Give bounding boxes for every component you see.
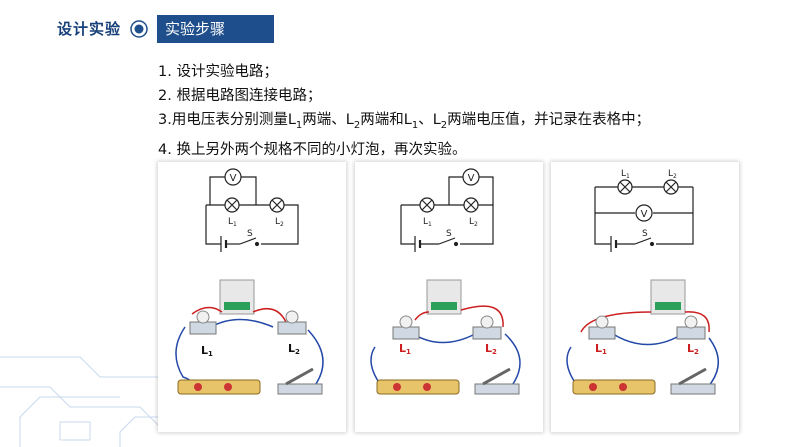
step-item-1: 1. 设计实验电路； [158,64,278,80]
apparatus-photo-3: L1 L2 [566,279,720,395]
voltmeter-symbol-3: V [635,204,653,222]
svg-text:L2: L2 [485,342,497,356]
voltmeter-symbol-1: V [224,168,242,186]
lamp-l1-symbol-2 [419,197,435,213]
svg-text:L2: L2 [288,342,300,356]
svg-text:S: S [247,229,253,239]
svg-text:S: S [642,229,648,239]
svg-text:L2: L2 [687,342,699,356]
lamp-l2-symbol-3 [663,179,679,195]
svg-text:L2: L2 [469,217,478,228]
apparatus-photo-2: L1 L2 [370,279,521,395]
circuit-panel-3: V L1 L2 S L1 L2 [551,162,739,432]
svg-text:L2: L2 [275,217,284,228]
svg-text:L2: L2 [668,169,677,180]
lamp-l1-symbol-1 [224,197,240,213]
section-title: 设计实验 [57,20,122,38]
svg-text:L1: L1 [423,217,432,228]
apparatus-photo-1: L1 L2 [175,279,324,395]
step-header: 实验步骤 [157,15,274,43]
lamp-l2-symbol-1 [269,197,285,213]
svg-text:S: S [446,229,452,239]
voltmeter-symbol-2: V [462,168,480,186]
svg-text:V: V [468,173,475,184]
circuit-panel-1: V L1 L2 S L1 L2 [158,162,346,432]
target-bullet-icon [130,20,148,38]
steps-list: 1. 设计实验电路； 2. 根据电路图连接电路； 3.用电压表分别测量L1两端、… [158,60,650,162]
lamp-l2-symbol-2 [463,197,479,213]
lamp-l1-symbol-3 [617,179,633,195]
svg-text:L1: L1 [228,217,237,228]
step-item-2: 2. 根据电路图连接电路； [158,88,322,104]
svg-text:V: V [641,209,648,220]
step-item-4: 4. 换上另外两个规格不同的小灯泡，再次实验。 [158,141,467,158]
step-item-3: 3.用电压表分别测量L1两端、L2两端和L1、L2两端电压值，并记录在表格中； [158,112,651,131]
svg-text:L1: L1 [621,169,630,180]
svg-text:L1: L1 [201,344,213,358]
svg-text:V: V [230,173,237,184]
circuit-diagram-1 [205,176,299,252]
svg-text:L1: L1 [595,342,607,356]
svg-text:L1: L1 [399,342,411,356]
circuit-panel-2: V L1 L2 S L1 L2 [355,162,543,432]
